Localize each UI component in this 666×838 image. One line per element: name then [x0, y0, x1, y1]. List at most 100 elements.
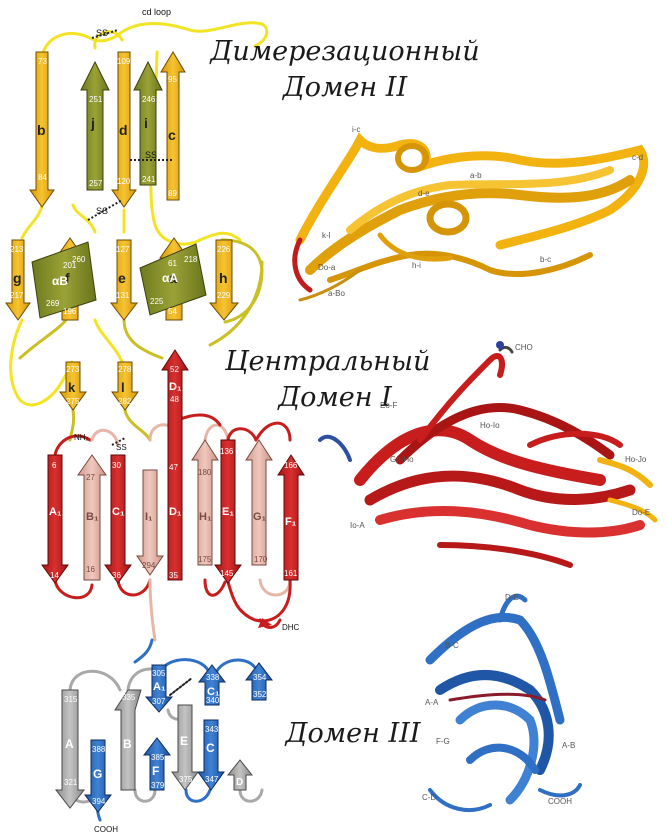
- domain1-title-line2: Домен I: [250, 382, 420, 413]
- ribbon-domain2: [295, 140, 644, 300]
- svg-text:196: 196: [63, 307, 77, 316]
- domain1-title-line1: Центральный: [225, 346, 425, 377]
- svg-text:D₁: D₁: [169, 506, 182, 518]
- svg-text:Ho-Jo: Ho-Jo: [625, 455, 647, 464]
- svg-text:D-E: D-E: [505, 593, 519, 602]
- svg-text:F: F: [152, 764, 159, 778]
- svg-text:c-d: c-d: [632, 153, 643, 162]
- domain3-title: Домен III: [278, 718, 428, 749]
- svg-text:394: 394: [92, 797, 106, 806]
- svg-text:307: 307: [152, 697, 166, 706]
- svg-text:A₁: A₁: [49, 506, 62, 518]
- svg-text:D₁: D₁: [169, 381, 182, 393]
- svg-text:175: 175: [198, 555, 212, 564]
- svg-text:213: 213: [10, 245, 24, 254]
- svg-text:47: 47: [169, 463, 178, 472]
- svg-text:F-G: F-G: [436, 737, 450, 746]
- svg-text:379: 379: [151, 781, 165, 790]
- svg-text:A-A: A-A: [425, 698, 439, 707]
- svg-text:241: 241: [142, 175, 156, 184]
- svg-text:89: 89: [168, 189, 177, 198]
- svg-text:a-Bo: a-Bo: [328, 289, 345, 298]
- svg-text:388: 388: [92, 745, 106, 754]
- svg-text:B₁: B₁: [86, 511, 99, 523]
- svg-text:G: G: [93, 767, 102, 781]
- cooh-label: COOH: [94, 825, 118, 834]
- svg-text:294: 294: [142, 561, 156, 570]
- svg-text:Do-a: Do-a: [318, 263, 336, 272]
- svg-text:i-c: i-c: [352, 125, 360, 134]
- strand-label-h: h: [219, 270, 228, 286]
- svg-text:127: 127: [116, 245, 130, 254]
- svg-text:C₁: C₁: [112, 506, 125, 518]
- svg-text:269: 269: [46, 299, 60, 308]
- strand-label-g: g: [13, 270, 22, 286]
- svg-text:145: 145: [220, 569, 234, 578]
- svg-text:84: 84: [38, 173, 47, 182]
- strand-label-l: l: [121, 380, 125, 395]
- svg-text:48: 48: [170, 395, 179, 404]
- svg-text:30: 30: [112, 461, 121, 470]
- svg-text:226: 226: [217, 245, 231, 254]
- svg-text:273: 273: [66, 365, 80, 374]
- svg-text:282: 282: [118, 397, 132, 406]
- svg-text:Do-E: Do-E: [632, 508, 650, 517]
- svg-text:321: 321: [64, 778, 78, 787]
- svg-text:166: 166: [284, 461, 298, 470]
- svg-text:340: 340: [206, 696, 220, 705]
- svg-text:338: 338: [206, 673, 220, 682]
- domain2-title-line1: Димерезационный: [210, 36, 480, 67]
- svg-text:251: 251: [89, 95, 103, 104]
- svg-text:354: 354: [253, 673, 267, 682]
- svg-text:d-e: d-e: [418, 189, 430, 198]
- topology-labels: cd loop SS SS SS: [96, 7, 171, 216]
- svg-text:Ho-Io: Ho-Io: [480, 421, 500, 430]
- svg-text:A-B: A-B: [562, 741, 575, 750]
- svg-text:Go-Ho: Go-Ho: [390, 455, 414, 464]
- strand-A1: [42, 455, 68, 583]
- svg-text:347: 347: [205, 775, 219, 784]
- strand-label-j: j: [90, 115, 95, 131]
- svg-text:27: 27: [86, 473, 95, 482]
- svg-text:170: 170: [254, 555, 268, 564]
- svg-text:315: 315: [64, 695, 78, 704]
- cd-loop-label: cd loop: [142, 7, 171, 17]
- svg-text:H₁: H₁: [199, 511, 212, 523]
- domain2-strands: [6, 30, 238, 410]
- svg-text:260: 260: [72, 255, 86, 264]
- svg-text:Io-A: Io-A: [350, 521, 365, 530]
- svg-text:246: 246: [142, 95, 156, 104]
- svg-text:136: 136: [220, 447, 234, 456]
- strand-i: [134, 62, 162, 185]
- helix-label-alphaA: αA: [162, 271, 178, 285]
- ss-label: SS: [96, 28, 108, 38]
- ribbon-domain3: [430, 596, 580, 810]
- svg-text:278: 278: [118, 365, 132, 374]
- svg-text:343: 343: [205, 725, 219, 734]
- svg-text:217: 217: [10, 291, 24, 300]
- svg-text:6: 6: [52, 461, 57, 470]
- dhc-label: DHC: [282, 623, 300, 632]
- svg-text:335: 335: [122, 693, 136, 702]
- svg-text:D: D: [236, 777, 243, 788]
- svg-text:120: 120: [117, 177, 131, 186]
- svg-text:109: 109: [117, 57, 131, 66]
- svg-text:C-D: C-D: [422, 793, 436, 802]
- svg-text:385: 385: [151, 753, 165, 762]
- svg-text:F₁: F₁: [285, 516, 297, 528]
- svg-text:G₁: G₁: [253, 511, 267, 523]
- svg-text:B-C: B-C: [445, 641, 459, 650]
- svg-text:b-c: b-c: [540, 255, 551, 264]
- svg-text:I₁: I₁: [145, 511, 153, 523]
- svg-text:A₁: A₁: [153, 681, 166, 693]
- strand-label-d: d: [119, 122, 128, 138]
- svg-text:CHO: CHO: [515, 343, 533, 352]
- svg-text:C: C: [206, 741, 215, 755]
- strand-label-i: i: [144, 115, 148, 131]
- svg-text:161: 161: [284, 569, 298, 578]
- svg-text:54: 54: [168, 307, 177, 316]
- svg-text:257: 257: [89, 179, 103, 188]
- svg-text:35: 35: [169, 571, 178, 580]
- ss-label: SS: [96, 206, 108, 216]
- nh2-label: NH₂: [74, 433, 89, 442]
